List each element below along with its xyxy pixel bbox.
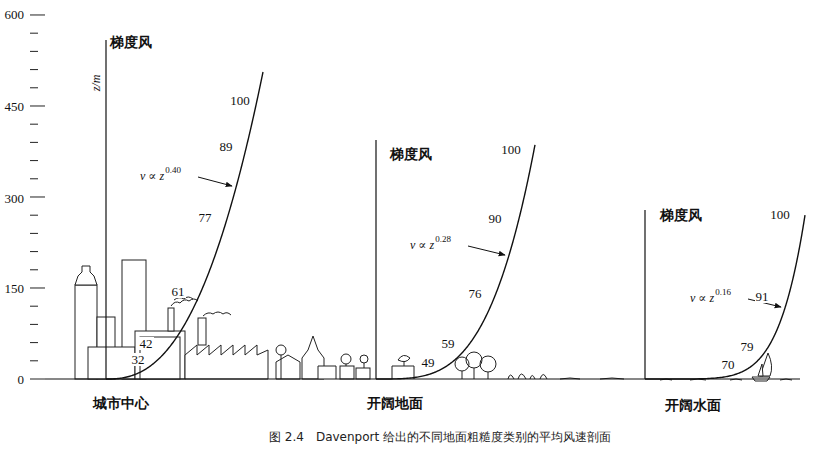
axis-tick xyxy=(30,215,38,216)
speed-value: 59 xyxy=(441,337,456,350)
axis-tick xyxy=(30,324,38,325)
ground-and-axes xyxy=(45,40,800,379)
power-law: v ∝ z xyxy=(410,239,434,251)
speed-value: 100 xyxy=(500,143,522,156)
profile-curve xyxy=(645,215,805,379)
axis-tick xyxy=(30,105,45,106)
speed-value: 90 xyxy=(488,212,503,225)
gradient-wind-label: 梯度风 xyxy=(660,208,702,222)
axis-tick xyxy=(30,142,38,143)
sailboat xyxy=(752,353,772,381)
axis-tick xyxy=(30,269,38,270)
speed-value: 70 xyxy=(721,358,736,371)
terrain-name: 开阔水面 xyxy=(665,398,721,412)
axis-ticks xyxy=(30,15,45,379)
axis-value: 600 xyxy=(5,8,25,21)
axis-tick xyxy=(30,51,38,52)
axis-tick xyxy=(30,14,45,15)
axis-value: 300 xyxy=(5,192,25,205)
axis-tick xyxy=(30,196,45,197)
axis-value: 450 xyxy=(5,100,25,113)
city-buildings xyxy=(75,260,414,379)
axis-tick xyxy=(30,342,38,343)
profile-curve xyxy=(376,145,535,379)
axis-tick xyxy=(30,251,38,252)
power-law: v ∝ z xyxy=(140,170,164,182)
axis-tick xyxy=(30,287,45,288)
axis-tick xyxy=(30,160,38,161)
exponent: 0.40 xyxy=(165,166,181,175)
speed-value: 77 xyxy=(198,211,213,224)
axis-tick xyxy=(30,379,45,380)
speed-value: 100 xyxy=(229,94,251,107)
axis-value: 150 xyxy=(5,282,25,295)
axis-tick xyxy=(30,33,38,34)
axis-tick xyxy=(30,178,38,179)
speed-value: 100 xyxy=(769,208,791,221)
gradient-wind-label: 梯度风 xyxy=(110,35,152,49)
speed-value: 32 xyxy=(131,353,146,366)
axis-value: 0 xyxy=(18,373,25,386)
terrain-name: 开阔地面 xyxy=(367,396,423,410)
trees xyxy=(276,345,624,379)
figure-caption: 图 2.4 Davenport 给出的不同地面粗糙度类别的平均风速剖面 xyxy=(269,431,611,443)
profile-curve xyxy=(106,72,263,379)
exponent: 0.16 xyxy=(715,288,731,297)
speed-value: 49 xyxy=(421,356,436,369)
axis-tick xyxy=(30,360,38,361)
speed-value: 76 xyxy=(468,287,483,300)
axis-tick xyxy=(30,87,38,88)
gradient-wind-label: 梯度风 xyxy=(390,147,432,161)
axis-tick xyxy=(30,124,38,125)
speed-value: 42 xyxy=(139,337,154,350)
speed-value: 79 xyxy=(740,340,755,353)
wind-profile-curves xyxy=(106,72,805,379)
power-law: v ∝ z xyxy=(690,292,714,304)
axis-tick xyxy=(30,69,38,70)
axis-tick xyxy=(30,306,38,307)
exponent: 0.28 xyxy=(435,235,451,244)
leader-arrows xyxy=(198,177,781,307)
speed-value: 89 xyxy=(219,140,234,153)
axis-tick xyxy=(30,233,38,234)
axis-title: z/m xyxy=(90,75,102,92)
speed-value: 91 xyxy=(755,290,770,303)
terrain-name: 城市中心 xyxy=(93,396,149,410)
speed-value: 61 xyxy=(171,285,186,298)
